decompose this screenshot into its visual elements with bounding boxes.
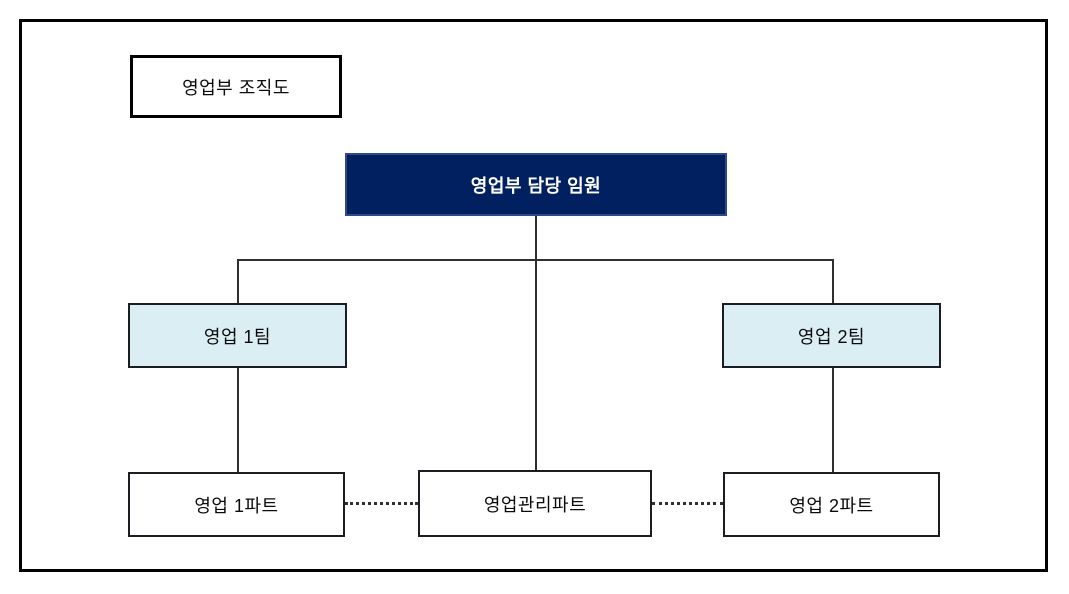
node-team-1: 영업 1팀 (128, 303, 347, 368)
node-team-1-label: 영업 1팀 (203, 326, 272, 347)
connector-to-team-2 (832, 259, 834, 303)
node-team-2: 영업 2팀 (722, 303, 941, 368)
dotted-connector-management-to-part-2 (652, 502, 723, 505)
chart-title-label: 영업부 조직도 (182, 77, 290, 98)
connector-team-1-to-part-1 (237, 368, 239, 472)
node-team-2-label: 영업 2팀 (797, 326, 866, 347)
dotted-connector-part-1-to-management (345, 502, 418, 505)
node-part-2: 영업 2파트 (723, 472, 940, 537)
connector-to-team-1 (237, 259, 239, 303)
node-management-part: 영업관리파트 (418, 470, 652, 537)
chart-title-box: 영업부 조직도 (130, 55, 342, 118)
node-executive: 영업부 담당 임원 (345, 153, 727, 216)
node-part-1: 영업 1파트 (128, 472, 345, 537)
connector-horizontal-main (237, 259, 834, 261)
node-executive-label: 영업부 담당 임원 (470, 175, 602, 196)
node-management-part-label: 영업관리파트 (483, 494, 587, 515)
node-part-2-label: 영업 2파트 (789, 495, 874, 516)
connector-team-2-to-part-2 (832, 368, 834, 472)
connector-executive-to-management-part (535, 216, 537, 470)
node-part-1-label: 영업 1파트 (194, 495, 279, 516)
